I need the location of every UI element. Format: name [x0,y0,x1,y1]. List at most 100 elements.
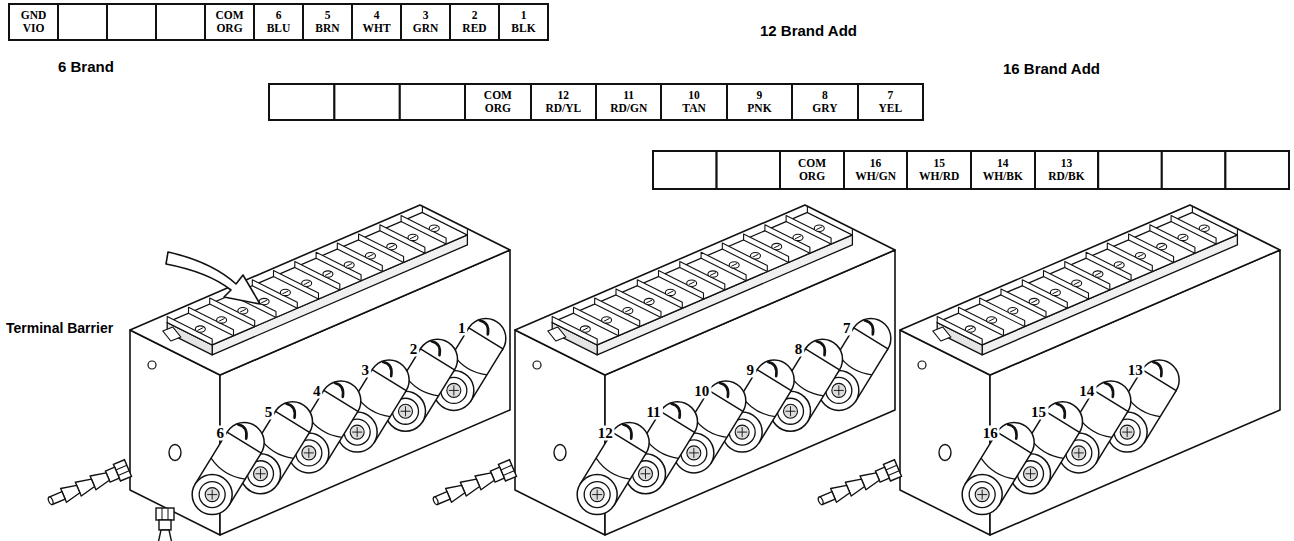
callout-number: 2 [408,342,420,357]
terminal-screw [602,317,612,323]
nut-edge [503,471,514,476]
screw-slot [774,245,780,248]
solenoid-valve [962,423,1034,515]
mounting-tab [548,327,566,341]
screw-slot [282,291,288,294]
screw-slot [261,300,267,303]
terminal-text: 16 [870,157,882,170]
screw-slot [582,328,588,331]
terminal-text: 3 [423,9,429,22]
terminal-screw [1029,298,1039,304]
screen-line [742,427,743,437]
nut-edge [886,465,897,470]
valve-screen [832,383,846,397]
wire-lug [335,383,343,397]
terminal-screw [729,262,739,268]
callout-number: 14 [1077,383,1096,398]
screw-slot [431,227,437,230]
terminal-screw [217,317,227,323]
valve-screen [1024,467,1038,481]
barb-opening [817,496,824,505]
valve-end [962,475,1002,515]
screw-hole [148,361,156,369]
terminal-text: 13 [1061,157,1073,170]
pointer-arrow [166,252,260,304]
valve-screen [735,425,749,439]
screw-slot [710,273,716,276]
terminal-screw [1072,280,1082,286]
port-hole [939,445,951,461]
terminal-screw [1199,225,1209,231]
terminal-screw [1008,308,1018,314]
valve-screen [975,488,989,502]
terminal-text: 8 [822,89,828,102]
blank-terminal-cell [269,84,334,120]
screw-slot [1180,236,1186,239]
port-hole [554,445,566,461]
wire-lug [1057,404,1065,418]
terminal-text: COM [215,9,243,22]
screw-slot [1116,263,1122,266]
screw-slot [689,282,695,285]
screen-line [693,448,694,458]
screen-line [260,469,261,479]
terminal-text: 10 [688,89,700,102]
terminal-screw [387,243,397,249]
group-label: 12 Brand Add [760,22,857,40]
screw-slot [646,300,652,303]
nut-edge [116,465,127,470]
terminal-screw [302,280,312,286]
wire-lug [383,362,391,376]
terminal-cell: 2RED [449,3,500,41]
terminal-text: 4 [374,9,380,22]
screw-slot [219,318,225,321]
valve-screen [447,383,461,397]
terminal-text: ORG [485,102,511,115]
terminal-text: 5 [325,9,331,22]
wire-lug [480,320,488,334]
screw-slot [625,309,631,312]
terminal-screw [580,326,590,332]
terminal-text: GRN [413,22,439,35]
screw-slot [304,282,310,285]
blank-terminal-cell [156,4,205,40]
screen-line [1030,469,1031,479]
screen-line [597,490,598,500]
screw-slot [240,309,246,312]
top-face [900,205,1280,375]
screw-slot [325,273,331,276]
terminal-text: 11 [623,89,634,102]
screw-slot [1074,282,1080,285]
terminal-text: COM [484,89,512,102]
blank-terminal-cell [58,4,107,40]
terminal-cell: 10TAN [660,83,727,121]
terminal-screw [1178,234,1188,240]
wire-lug [1105,383,1113,397]
terminal-text: ORG [799,170,825,183]
terminal-screw [965,326,975,332]
terminal-cell: 8GRY [791,83,858,121]
terminal-screw [687,280,697,286]
terminal-screw [644,298,654,304]
terminal-screw [793,234,803,240]
terminal-screw [665,289,675,295]
valve-screen [254,467,268,481]
thread [159,520,171,530]
mounting-tab [933,327,951,341]
terminal-text: VIO [23,22,45,35]
valve-screen [399,404,413,418]
blank-terminal-cell [1098,151,1162,189]
valve-screen [687,446,701,460]
barb-ring [158,530,173,541]
terminal-cell: COMORG [464,83,531,121]
terminal-text: WH/GN [855,170,896,183]
terminal-text: RD/YL [545,102,581,115]
screw-slot [389,245,395,248]
terminal-text: 7 [887,89,893,102]
terminal-text: BLU [267,22,291,35]
terminal-cell: 12RD/YL [530,83,597,121]
terminal-text: 9 [757,89,763,102]
wire-lug [432,341,440,355]
terminal-cell: 3GRN [400,3,451,41]
